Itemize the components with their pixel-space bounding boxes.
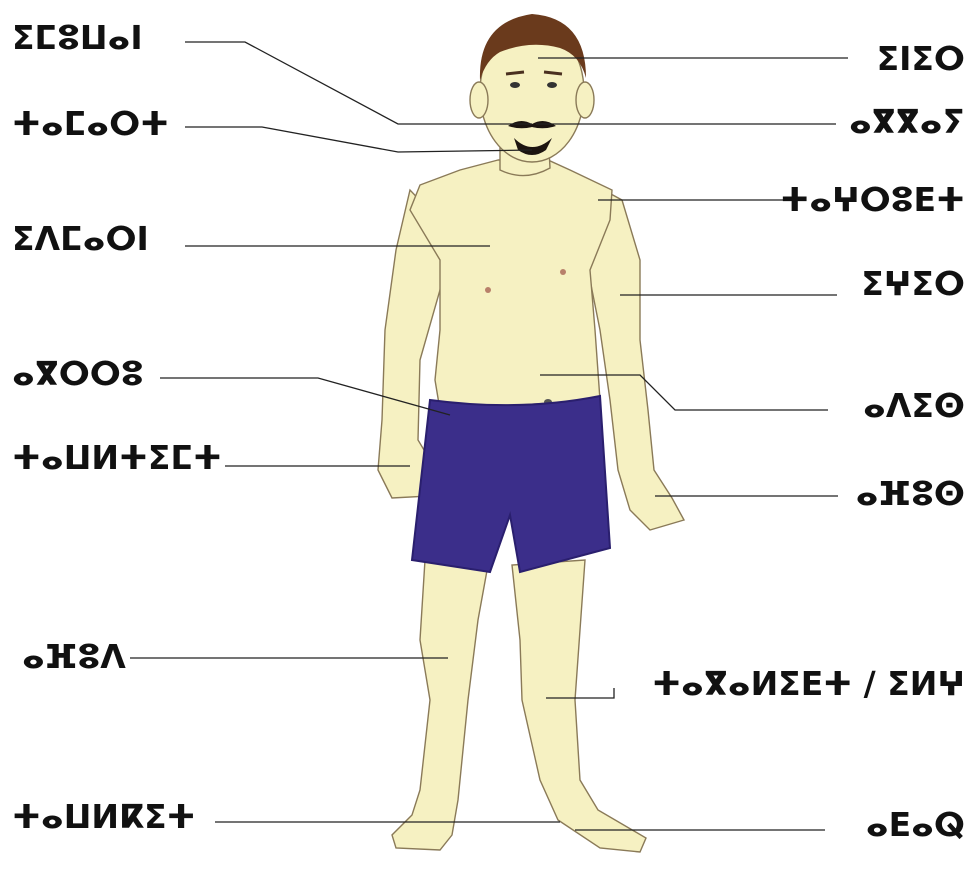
- label-waist: ⴰⴳⵔⵔⵓ: [12, 357, 144, 390]
- label-mouth: ⴰⴳⴳⴰⵢ: [849, 105, 965, 138]
- label-knee: ⴰⴼⵓⴷ: [22, 640, 126, 673]
- label-ankle: ⵜⴰⵡⵍⴽⵉⵜ: [12, 800, 196, 833]
- label-shoulder: ⵜⴰⵖⵔⵓⴹⵜ: [780, 183, 965, 216]
- label-arm: ⵉⵖⵉⵔ: [861, 267, 965, 300]
- label-chest: ⵉⴷⵎⴰⵔⵏ: [12, 222, 149, 255]
- label-fist: ⵜⴰⵡⵍⵜⵉⵎⵜ: [12, 441, 222, 474]
- left-nipple: [485, 287, 491, 293]
- torso: [410, 160, 612, 410]
- label-mustache: ⵉⵎⵓⵡⴰⵏ: [12, 21, 143, 54]
- label-foot: ⴰⴹⴰⵕ: [866, 808, 965, 841]
- right-leg: [512, 560, 646, 852]
- leader-beard: [185, 127, 532, 152]
- shorts: [412, 396, 610, 572]
- label-shin: ⵜⴰⴳⴰⵍⵉⴹⵜ / ⵉⵍⵖ: [652, 667, 965, 700]
- label-belly: ⴰⴷⵉⵙ: [863, 389, 965, 422]
- label-beard: ⵜⴰⵎⴰⵔⵜ: [12, 107, 169, 140]
- left-ear: [470, 82, 488, 118]
- label-hand: ⴰⴼⵓⵙ: [856, 477, 965, 510]
- man-figure: [378, 14, 684, 852]
- right-ear: [576, 82, 594, 118]
- right-eye: [547, 82, 557, 88]
- right-nipple: [560, 269, 566, 275]
- label-hair: ⵉⵏⵉⵔ: [877, 42, 965, 75]
- left-leg: [392, 560, 488, 850]
- left-eye: [510, 82, 520, 88]
